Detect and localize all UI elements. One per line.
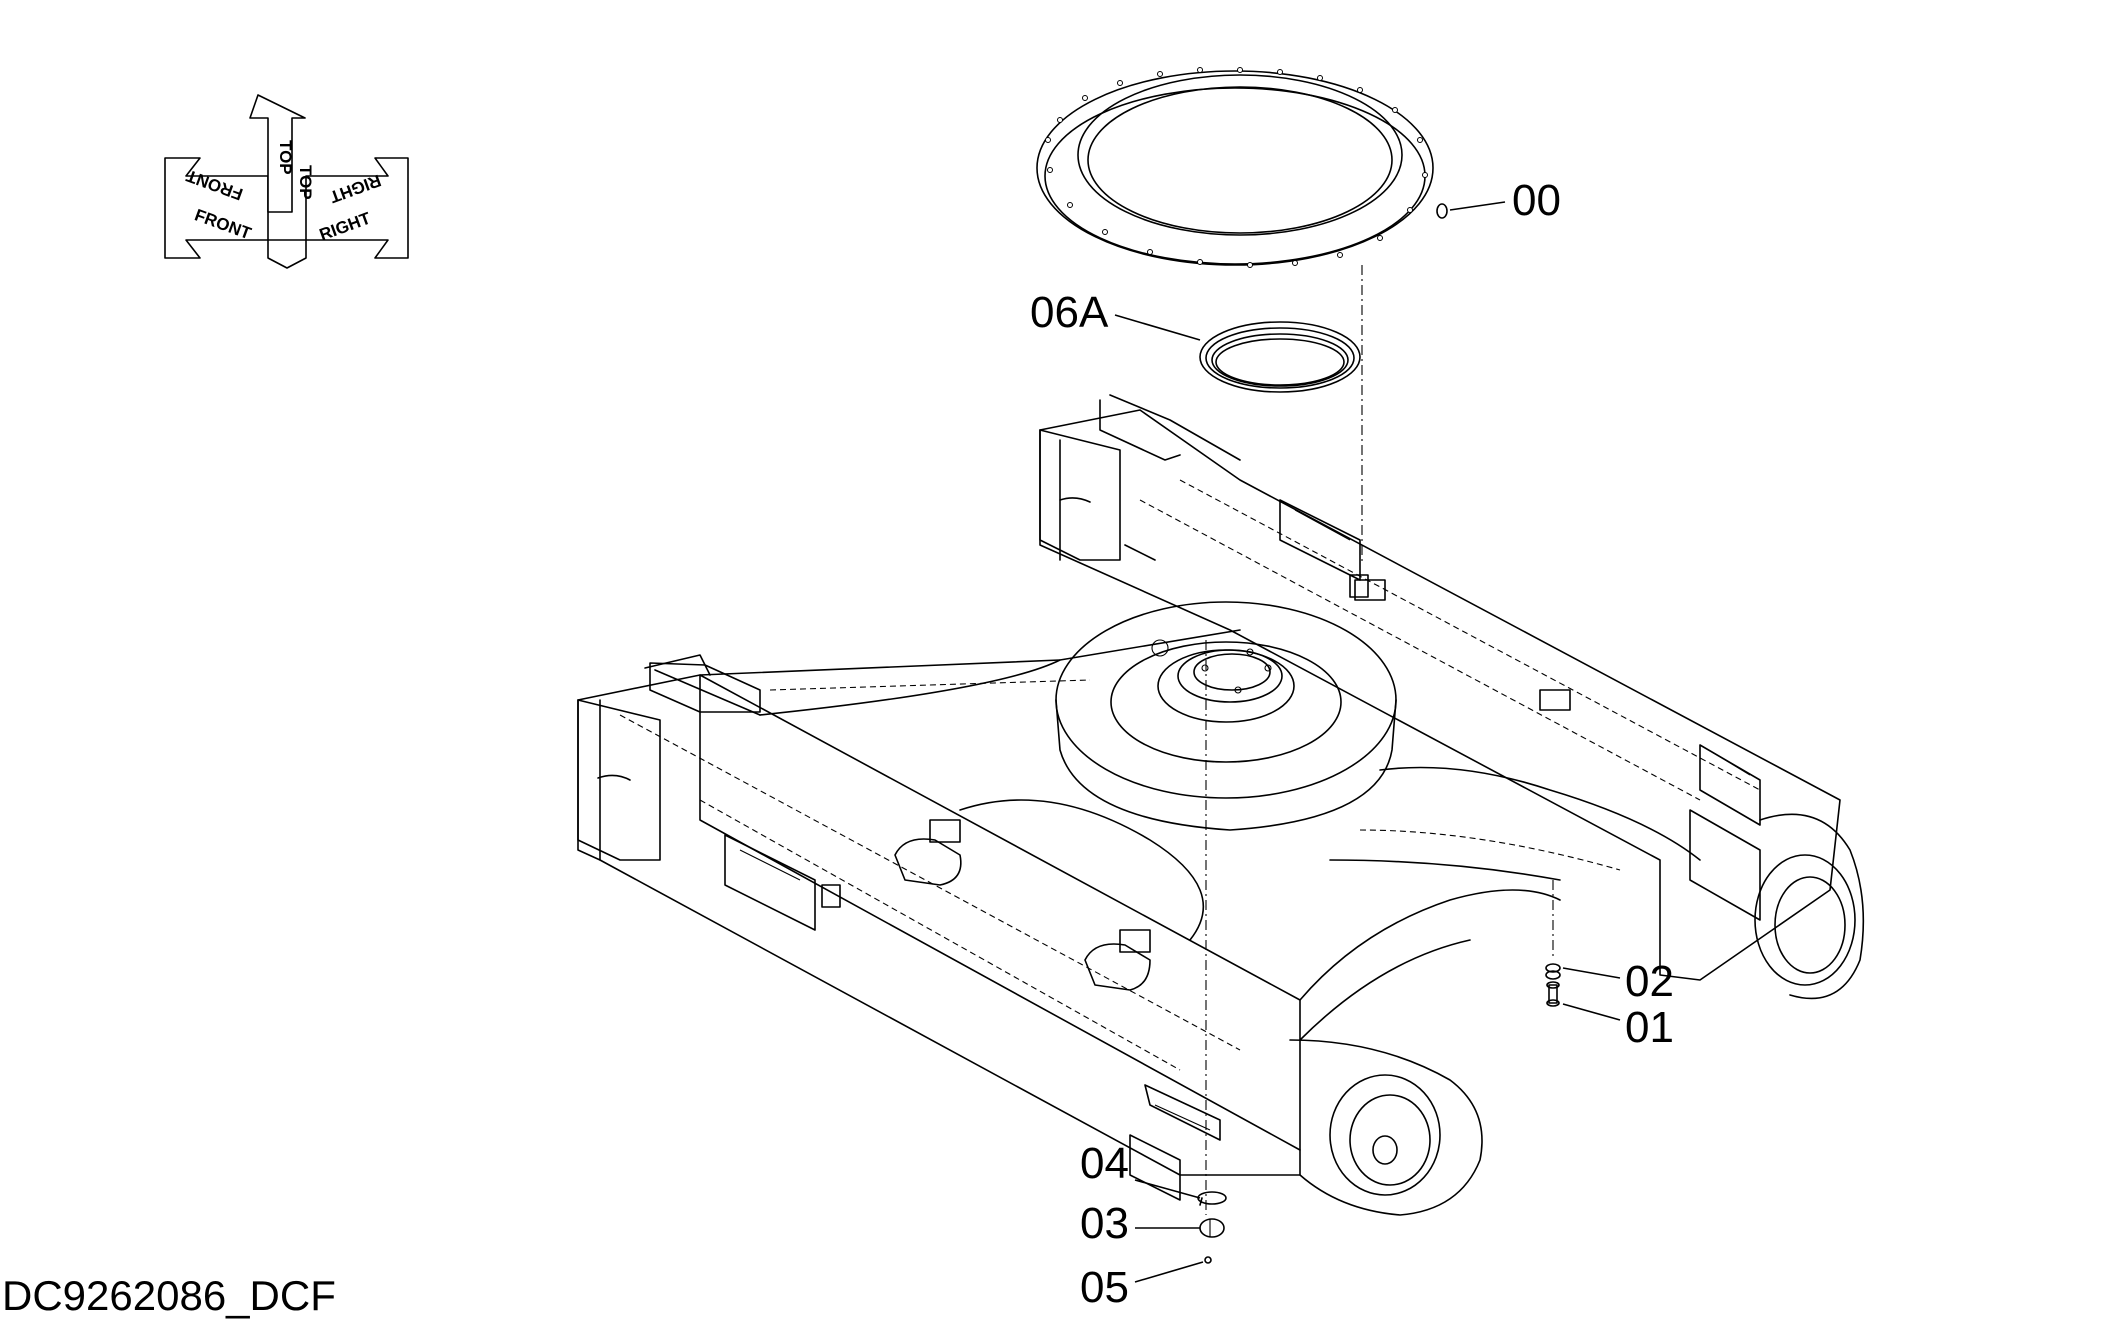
callout-04: 04 [1080,1139,1129,1188]
drawing-code: DC9262086_DCF [2,1272,336,1319]
swing-mount [1055,601,1397,831]
callout-05: 05 [1080,1263,1129,1312]
track-frame [577,394,1865,1216]
callout-00: 00 [1512,176,1561,225]
orientation-indicator: FRONT FRONT TOP TOP RIGHT RIGHT [164,94,409,269]
bearing-bolt-holes [1045,67,1428,268]
front-arrow-icon [164,157,269,259]
callout-03: 03 [1080,1199,1129,1248]
callout-06a: 06A [1030,288,1109,337]
callout-01: 01 [1625,1003,1674,1052]
callout-02: 02 [1625,957,1674,1006]
right-arrow-icon [305,157,409,259]
orientation-top-label: TOP [276,140,295,175]
top-arrow-icon [249,94,306,213]
orientation-top-label-mirror: TOP [296,165,315,200]
rotary-parts-bottom [1197,1191,1227,1264]
leader-lines [1114,201,1621,1283]
seal-ring [1199,321,1361,393]
swing-bearing [1036,67,1448,268]
bolt-and-washer-right [1545,963,1561,1007]
